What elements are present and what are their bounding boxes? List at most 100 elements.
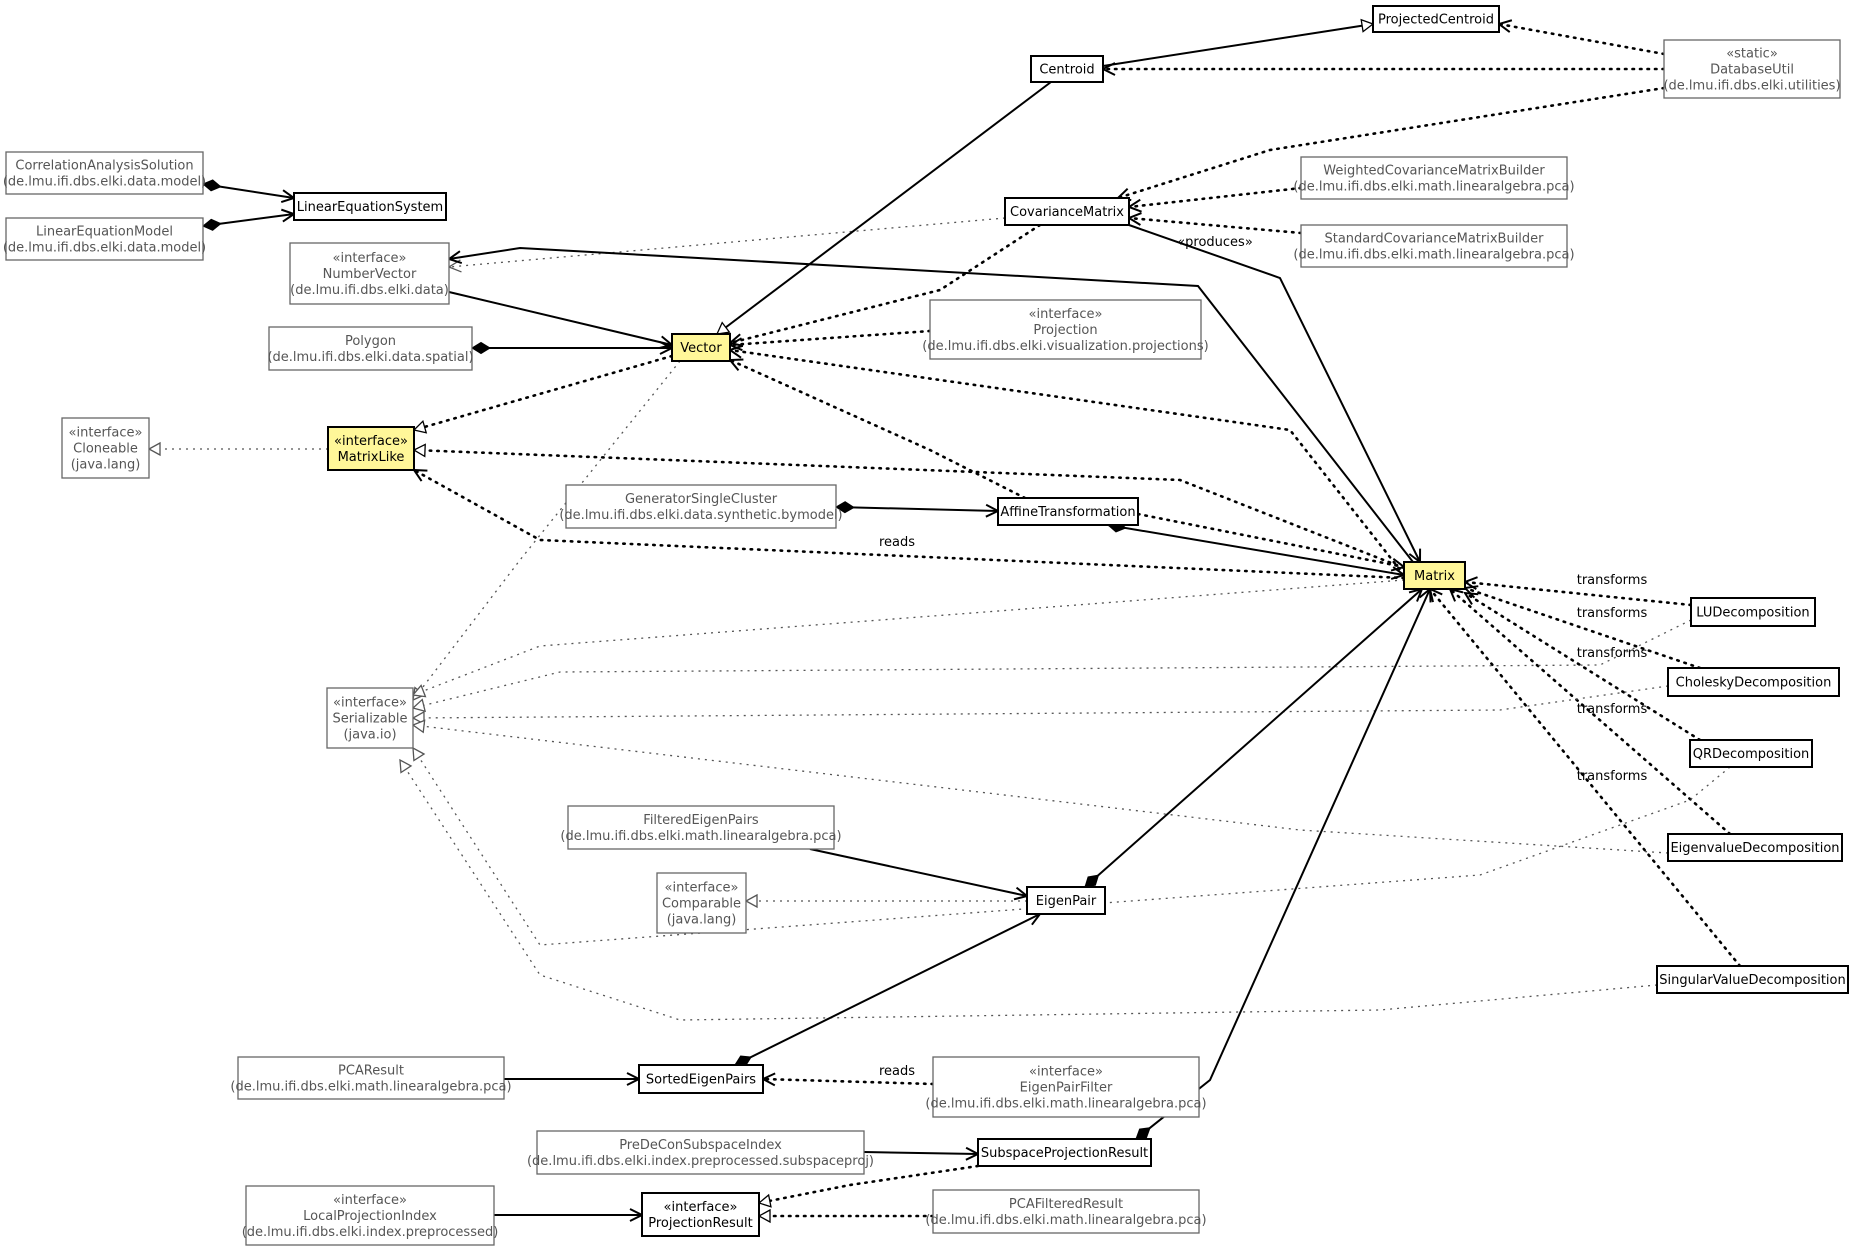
- edge-label: transforms: [1577, 702, 1648, 717]
- class-box: [932, 1189, 1200, 1234]
- edge-NumberVector-to-Vector: [448, 291, 675, 350]
- hollow-triangle-arrowhead: [412, 746, 426, 762]
- edge-line: [412, 360, 681, 701]
- class-box: [565, 484, 837, 529]
- edge-StandardCovarianceMatrixBuilder-to-CovarianceMatrix: [1126, 212, 1303, 235]
- class-label-line: (de.lmu.ifi.dbs.elki.data.spatial): [267, 350, 473, 365]
- class-label-line: (de.lmu.ifi.dbs.elki.index.preprocessed): [242, 1225, 499, 1240]
- edge-label: reads: [879, 1064, 915, 1079]
- edge-line: [728, 348, 1406, 577]
- edge-PreDeConSubspaceIndex-to-SubspaceProjectionResult: [863, 1146, 981, 1161]
- class-label-line: (de.lmu.ifi.dbs.elki.math.linearalgebra.…: [1293, 248, 1574, 263]
- edge-label: reads: [879, 535, 915, 550]
- class-box: [293, 192, 447, 221]
- class-label-line: (de.lmu.ifi.dbs.elki.data.model): [3, 175, 206, 190]
- edge-Matrix-to-MatrixLike: [412, 443, 1406, 570]
- class-label-line: CovarianceMatrix: [1010, 205, 1124, 220]
- hollow-triangle-arrowhead: [1360, 18, 1375, 33]
- edge-AffineTransformation-to-Matrix: [1107, 520, 1407, 580]
- class-label-line: Vector: [680, 341, 722, 356]
- edge-QRDecomposition-to-Serializable: [412, 746, 1731, 946]
- edge-line: [1463, 580, 1693, 607]
- edge-LinearEquationModel-to-LinearEquationSystem: [202, 208, 297, 231]
- class-label-line: (de.lmu.ifi.dbs.elki.math.linearalgebra.…: [560, 829, 841, 844]
- edge-line: [728, 329, 932, 347]
- composition-diamond: [471, 341, 491, 355]
- class-projection-result: «interface»ProjectionResult: [641, 1192, 760, 1237]
- hollow-triangle-arrowhead: [147, 441, 161, 457]
- class-cholesky-decomposition: CholeskyDecomposition: [1667, 667, 1840, 697]
- edge-Vector-to-MatrixLike: [412, 354, 674, 434]
- edge-label: transforms: [1577, 646, 1648, 661]
- class-label-line: LinearEquationSystem: [297, 200, 443, 215]
- edge-line: [412, 579, 1405, 696]
- edge-CholeskyDecomposition-to-Serializable: [411, 685, 1669, 726]
- edge-Matrix-to-Vector: [727, 344, 1406, 577]
- class-box: [5, 217, 204, 261]
- edge-Matrix-to-Serializable: [411, 579, 1405, 698]
- edge-line: [412, 747, 1731, 946]
- edge-line: [1116, 86, 1666, 200]
- class-centroid: Centroid: [1030, 55, 1104, 83]
- class-box: [977, 1138, 1152, 1167]
- edge-line: [412, 448, 1406, 570]
- class-box: [638, 1064, 764, 1094]
- edge-line: [757, 1164, 980, 1205]
- class-box: [567, 805, 835, 850]
- edge-line: [412, 468, 1406, 580]
- stereotype-label: «interface»: [69, 426, 143, 441]
- edge-line: [412, 685, 1669, 719]
- composition-diamond: [1084, 874, 1100, 888]
- class-projected-centroid: ProjectedCentroid: [1372, 5, 1500, 33]
- class-box: [1663, 39, 1841, 99]
- hollow-triangle-arrowhead: [744, 893, 758, 909]
- class-box: [932, 1056, 1200, 1118]
- class-label-line: WeightedCovarianceMatrixBuilder: [1323, 164, 1545, 179]
- class-box: [1004, 197, 1130, 226]
- edge-label: transforms: [1577, 606, 1648, 621]
- class-label-line: (de.lmu.ifi.dbs.elki.data.synthetic.bymo…: [559, 508, 842, 523]
- hollow-triangle-arrowhead: [399, 758, 413, 774]
- class-label-line: SubspaceProjectionResult: [981, 1146, 1148, 1161]
- hollow-triangle-arrowhead: [757, 1208, 771, 1224]
- class-pre-de-con-subspace-index: PreDeConSubspaceIndex(de.lmu.ifi.dbs.elk…: [527, 1130, 874, 1175]
- class-box: [1690, 597, 1816, 627]
- class-generator-single-cluster: GeneratorSingleCluster(de.lmu.ifi.dbs.el…: [559, 484, 843, 529]
- class-box: [641, 1192, 760, 1237]
- class-eigenvalue-decomposition: EigenvalueDecomposition: [1667, 833, 1843, 862]
- class-label-line: CorrelationAnalysisSolution: [15, 159, 193, 174]
- edge-LUDecomposition-to-Serializable: [411, 619, 1692, 713]
- class-box: [326, 687, 414, 749]
- class-linear-equation-system: LinearEquationSystem: [293, 192, 447, 221]
- edge-label: transforms: [1577, 769, 1648, 784]
- class-number-vector: «interface»NumberVector(de.lmu.ifi.dbs.e…: [289, 242, 450, 305]
- hollow-triangle-arrowhead: [412, 419, 428, 434]
- edge-SubspaceProjectionResult-to-Matrix: [1135, 586, 1432, 1140]
- stereotype-label: «interface»: [333, 1193, 407, 1208]
- edge-line: [1428, 587, 1742, 968]
- edge-line: [1084, 588, 1423, 888]
- edge-line: [448, 246, 1414, 563]
- class-label-line: AffineTransformation: [1000, 505, 1135, 520]
- composition-diamond: [202, 179, 222, 192]
- stereotype-label: «interface»: [1029, 307, 1103, 322]
- class-label-line: (java.io): [343, 728, 396, 743]
- edge-Vector-to-Serializable: [412, 360, 681, 702]
- class-box: [61, 417, 150, 479]
- hollow-triangle-arrowhead: [412, 443, 426, 458]
- edge-MatrixLike-to-Cloneable: [147, 441, 328, 457]
- class-box: [237, 1056, 505, 1100]
- edge-CovarianceMatrix-to-NumberVector: [447, 217, 1006, 273]
- edge-line: [809, 848, 1028, 897]
- class-weighted-covariance-matrix-builder: WeightedCovarianceMatrixBuilder(de.lmu.i…: [1293, 156, 1575, 200]
- class-label-line: NumberVector: [323, 267, 417, 282]
- class-label-line: Comparable: [662, 897, 741, 912]
- edge-AffineTransformation-to-Matrix: [1136, 512, 1407, 572]
- class-box: [1689, 739, 1813, 768]
- edge-line: [734, 913, 1041, 1066]
- stereotype-label: «interface»: [333, 696, 407, 711]
- class-box: [1667, 667, 1840, 697]
- edge-labels-layer: «produces»readstransformstransformstrans…: [879, 235, 1648, 1079]
- class-label-line: LocalProjectionIndex: [303, 1209, 437, 1224]
- class-qrdecomposition: QRDecomposition: [1689, 739, 1813, 768]
